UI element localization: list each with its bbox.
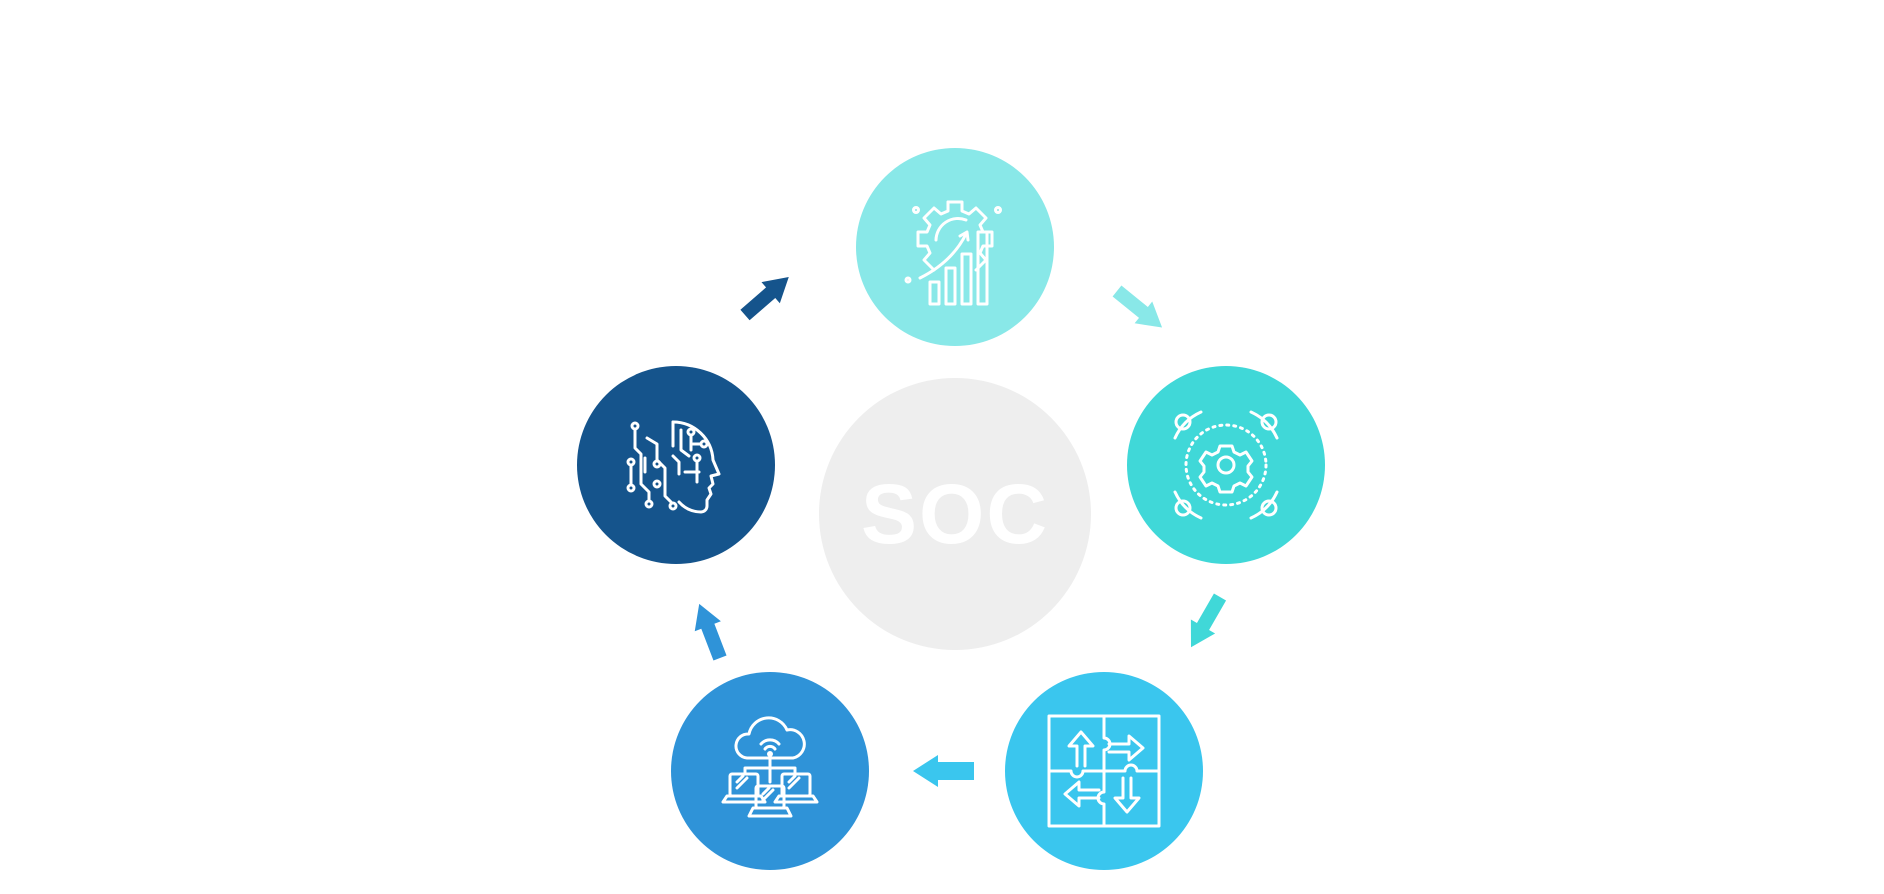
- arrow-solution-to-cloud: [913, 755, 974, 787]
- node-ai: [577, 366, 775, 564]
- cloud-network-computers-icon: [721, 716, 819, 818]
- gear-growth-chart-icon: [904, 200, 1002, 306]
- node-solution: [1005, 672, 1203, 870]
- arrow-integration-to-solution: [1190, 593, 1227, 648]
- arrow-cloud-to-ai: [694, 603, 727, 661]
- soc-center-circle: SOC: [819, 378, 1091, 650]
- node-integration: [1127, 366, 1325, 564]
- node-cloud: [671, 672, 869, 870]
- node-performance: [856, 148, 1054, 346]
- ai-head-circuit-icon: [626, 420, 721, 514]
- soc-label: SOC: [860, 466, 1050, 561]
- gear-network-icon: [1173, 410, 1279, 520]
- arrow-ai-to-performance: [740, 276, 789, 321]
- arrow-performance-to-integration: [1112, 285, 1163, 328]
- puzzle-arrows-icon: [1047, 714, 1161, 828]
